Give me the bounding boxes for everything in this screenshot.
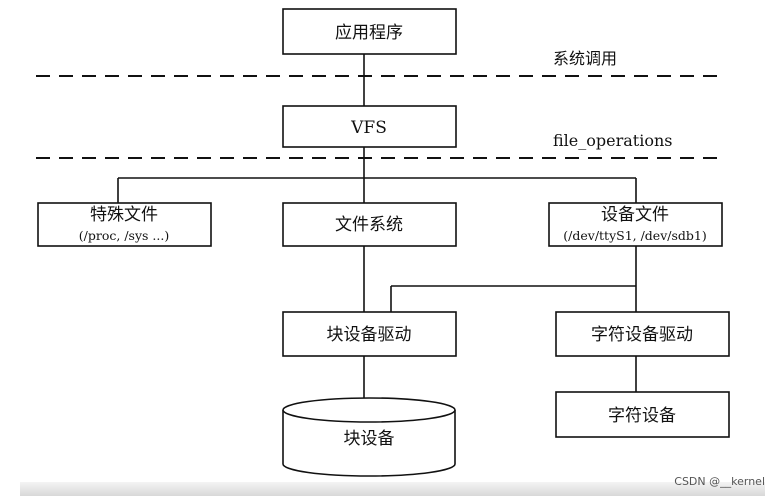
char-driver-label: 字符设备驱动 [591, 325, 693, 345]
device-file-sublabel: (/dev/ttyS1, /dev/sdb1) [563, 228, 706, 243]
syscall-layer-label: 系统调用 [553, 49, 617, 68]
connectors [117, 54, 637, 402]
watermark: CSDN @__kernel [674, 475, 765, 488]
device-file-label: 设备文件 [601, 205, 669, 225]
char-device-label: 字符设备 [608, 406, 676, 426]
block-device-cylinder-top [282, 397, 456, 423]
vfs-node-label: VFS [350, 118, 387, 138]
app-node: 应用程序 [282, 8, 457, 55]
filesystem-label: 文件系统 [335, 215, 403, 235]
vfs-node: VFS [282, 105, 457, 148]
block-device-cylinder-body [282, 410, 456, 477]
file-operations-layer-label: file_operations [553, 131, 672, 150]
block-driver-label: 块设备驱动 [327, 325, 412, 345]
filesystem-node: 文件系统 [282, 202, 457, 247]
block-device-label: 块设备 [344, 429, 395, 449]
char-driver-node: 字符设备驱动 [555, 311, 730, 357]
cropped-caption-strip [20, 482, 765, 496]
char-device-node: 字符设备 [555, 391, 730, 438]
special-file-sublabel: (/proc, /sys ...) [79, 228, 169, 243]
special-file-label: 特殊文件 [90, 205, 158, 225]
block-driver-node: 块设备驱动 [282, 311, 457, 357]
app-node-label: 应用程序 [335, 23, 403, 43]
block-device-node: 块设备 [282, 397, 456, 477]
device-file-node: 设备文件 (/dev/ttyS1, /dev/sdb1) [548, 202, 723, 247]
special-file-node: 特殊文件 (/proc, /sys ...) [37, 202, 212, 247]
